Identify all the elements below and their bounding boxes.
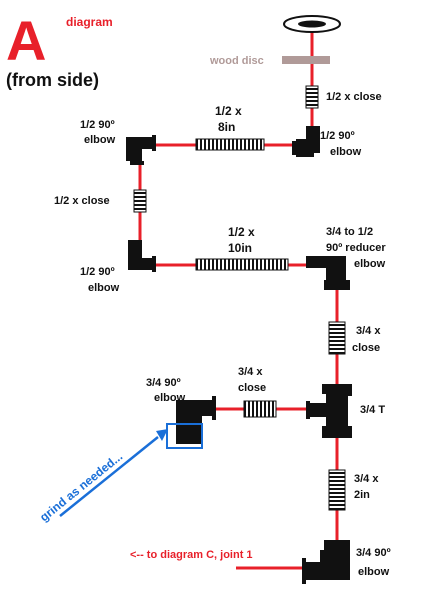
pipe-10in-label-1: 1/2 x — [228, 225, 255, 239]
grind-box — [166, 423, 203, 449]
nipple-left — [133, 189, 147, 213]
reducer-elbow — [306, 256, 350, 290]
wood-disc-assembly: wood disc — [209, 15, 341, 67]
elbow-mid-left — [128, 240, 156, 272]
reducer-label-2: 90º reducer — [326, 242, 386, 254]
wood-disc-label: wood disc — [209, 55, 264, 67]
elbow-top-left — [126, 135, 156, 165]
grind-callout: grind as needed... — [37, 429, 168, 524]
pipe-8in-label-2: 8in — [218, 120, 235, 134]
elbow-top-left-label-2: elbow — [84, 134, 116, 146]
elbow-bottom — [302, 540, 350, 584]
nipple-top — [305, 85, 319, 109]
elbow-34-left-label-2: elbow — [154, 392, 186, 404]
elbow-mid-left-label-1: 1/2 90º — [80, 266, 115, 278]
nipple-mid-label-1: 3/4 x — [238, 366, 263, 378]
view-label: (from side) — [6, 70, 99, 90]
wood-disc — [282, 56, 330, 64]
nipple-top-label: 1/2 x close — [326, 91, 382, 103]
nipple-right-label-2: close — [352, 342, 380, 354]
elbow-bottom-label-1: 3/4 90º — [356, 547, 391, 559]
grind-label: grind as needed... — [37, 449, 125, 524]
pipe-2in-label-1: 3/4 x — [354, 473, 379, 485]
elbow-top-right — [292, 126, 320, 157]
pipe-2in-label-2: 2in — [354, 489, 370, 501]
pipe-10in-label-2: 10in — [228, 241, 252, 255]
nipple-right-label-1: 3/4 x — [356, 325, 381, 337]
nipple-mid — [243, 400, 277, 418]
to-diagram-c-label: <-- to diagram C, joint 1 — [130, 549, 253, 561]
nipple-right — [328, 321, 346, 355]
pipe-8in — [195, 138, 265, 151]
nipple-left-label: 1/2 x close — [54, 195, 110, 207]
elbow-top-right-label-2: elbow — [330, 146, 362, 158]
title-word: diagram — [66, 15, 113, 29]
elbow-top-left-label-1: 1/2 90º — [80, 119, 115, 131]
tee-label: 3/4 T — [360, 404, 385, 416]
title-letter: A — [6, 9, 46, 72]
pipe-8in-label-1: 1/2 x — [215, 104, 242, 118]
reducer-label-1: 3/4 to 1/2 — [326, 226, 373, 238]
reducer-label-3: elbow — [354, 258, 386, 270]
elbow-mid-left-label-2: elbow — [88, 282, 120, 294]
elbow-top-right-label-1: 1/2 90º — [320, 130, 355, 142]
elbow-34-left — [176, 396, 216, 444]
nipple-mid-label-2: close — [238, 382, 266, 394]
elbow-bottom-label-2: elbow — [358, 566, 390, 578]
tee-fitting — [306, 384, 352, 438]
elbow-34-left-label-1: 3/4 90º — [146, 377, 181, 389]
pipe-2in — [328, 469, 346, 511]
pipe-10in — [195, 258, 289, 271]
